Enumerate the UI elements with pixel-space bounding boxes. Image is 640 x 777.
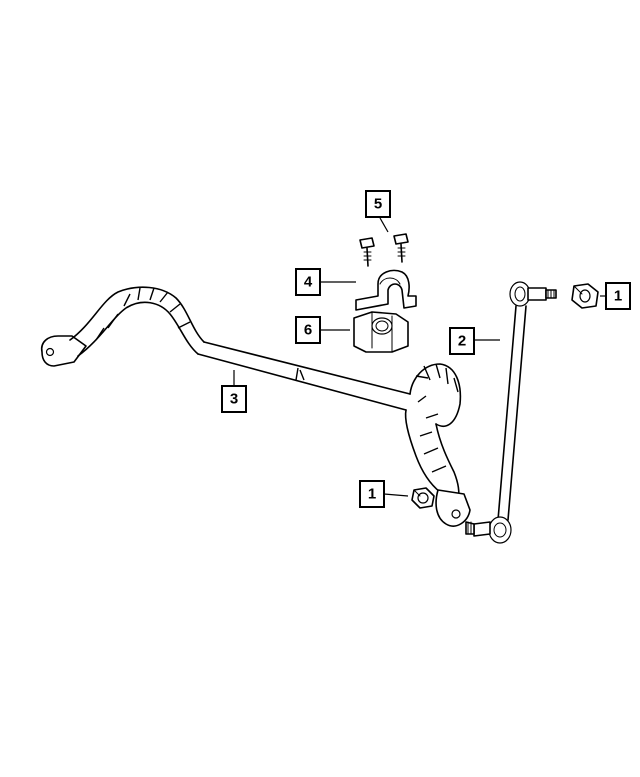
callout-1-top[interactable]: 1 bbox=[605, 282, 631, 310]
callout-1-top-label: 1 bbox=[614, 288, 622, 305]
stabilizer-link[interactable] bbox=[465, 281, 557, 544]
bolt-left[interactable] bbox=[359, 237, 375, 267]
callout-5[interactable]: 5 bbox=[365, 190, 391, 218]
bushing[interactable] bbox=[353, 311, 409, 353]
callout-2-label: 2 bbox=[458, 333, 466, 350]
callout-6[interactable]: 6 bbox=[295, 316, 321, 344]
callout-4[interactable]: 4 bbox=[295, 268, 321, 296]
nut-bottom[interactable] bbox=[411, 487, 435, 509]
callout-3[interactable]: 3 bbox=[221, 385, 247, 413]
bushing-retainer[interactable] bbox=[355, 269, 417, 311]
callout-1-bottom[interactable]: 1 bbox=[359, 480, 385, 508]
callout-1-bottom-label: 1 bbox=[368, 486, 376, 503]
callout-2[interactable]: 2 bbox=[449, 327, 475, 355]
callout-6-label: 6 bbox=[304, 322, 312, 339]
nut-top[interactable] bbox=[571, 283, 599, 309]
leader-5 bbox=[379, 217, 389, 233]
callout-4-label: 4 bbox=[304, 274, 313, 291]
leader-1-bottom bbox=[383, 493, 409, 497]
bolt-right[interactable] bbox=[393, 233, 409, 263]
stabilizer-bar[interactable] bbox=[40, 286, 471, 527]
callout-3-label: 3 bbox=[230, 391, 238, 408]
callout-5-label: 5 bbox=[374, 196, 382, 213]
